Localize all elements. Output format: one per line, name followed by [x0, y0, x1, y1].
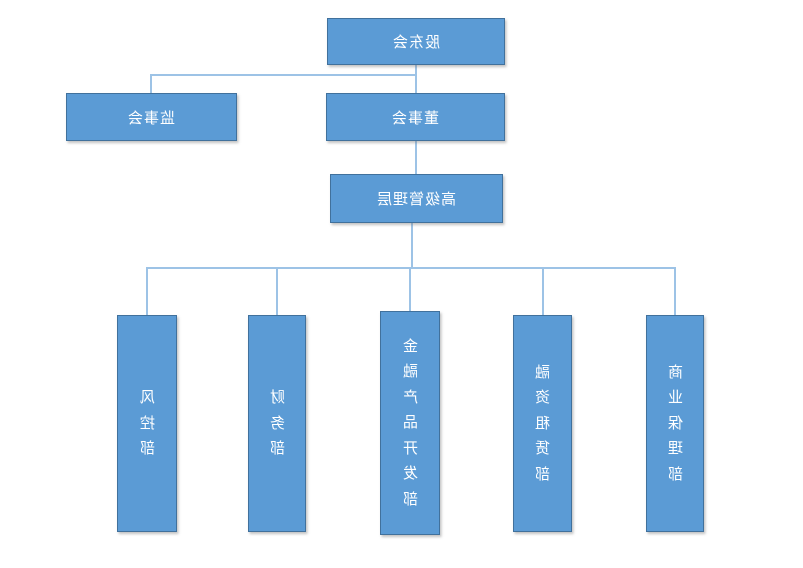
connector-dept1-drop	[146, 267, 148, 315]
node-dept-financial-leasing-label: 融资租赁部	[535, 362, 551, 483]
connector-dept3-drop	[409, 267, 411, 311]
node-dept-commercial-factoring: 商业保理部	[646, 315, 704, 532]
node-dept-financial-product-development-label: 金融产品开发部	[402, 336, 418, 508]
connector-senior-down	[411, 223, 413, 268]
connector-board-to-senior	[415, 141, 417, 174]
connector-dept4-drop	[542, 267, 544, 315]
connector-supervisory-drop	[150, 74, 152, 93]
node-dept-financial-product-development: 金融产品开发部	[380, 311, 440, 535]
node-dept-risk-control: 风控部	[117, 315, 177, 532]
connector-shareholders-down	[415, 65, 417, 93]
node-dept-commercial-factoring-label: 商业保理部	[667, 362, 683, 483]
node-dept-finance: 财务部	[248, 315, 306, 532]
connector-dept2-drop	[276, 267, 278, 315]
node-senior-management-label: 高级管理层	[376, 190, 457, 208]
node-supervisory-board-label: 监事会	[127, 108, 176, 127]
node-senior-management: 高级管理层	[330, 174, 503, 223]
node-dept-risk-control-label: 风控部	[139, 388, 155, 458]
node-supervisory-board: 监事会	[66, 93, 237, 141]
node-shareholders-meeting-label: 股东会	[391, 33, 440, 51]
connector-row2-horizontal	[146, 267, 675, 269]
node-dept-financial-leasing: 融资租赁部	[513, 315, 572, 532]
connector-row1-horizontal	[150, 74, 416, 76]
node-board-of-directors: 董事会	[326, 93, 505, 141]
node-board-of-directors-label: 董事会	[391, 108, 440, 127]
node-dept-finance-label: 财务部	[269, 388, 285, 458]
connector-dept5-drop	[674, 267, 676, 315]
node-shareholders-meeting: 股东会	[327, 18, 505, 65]
